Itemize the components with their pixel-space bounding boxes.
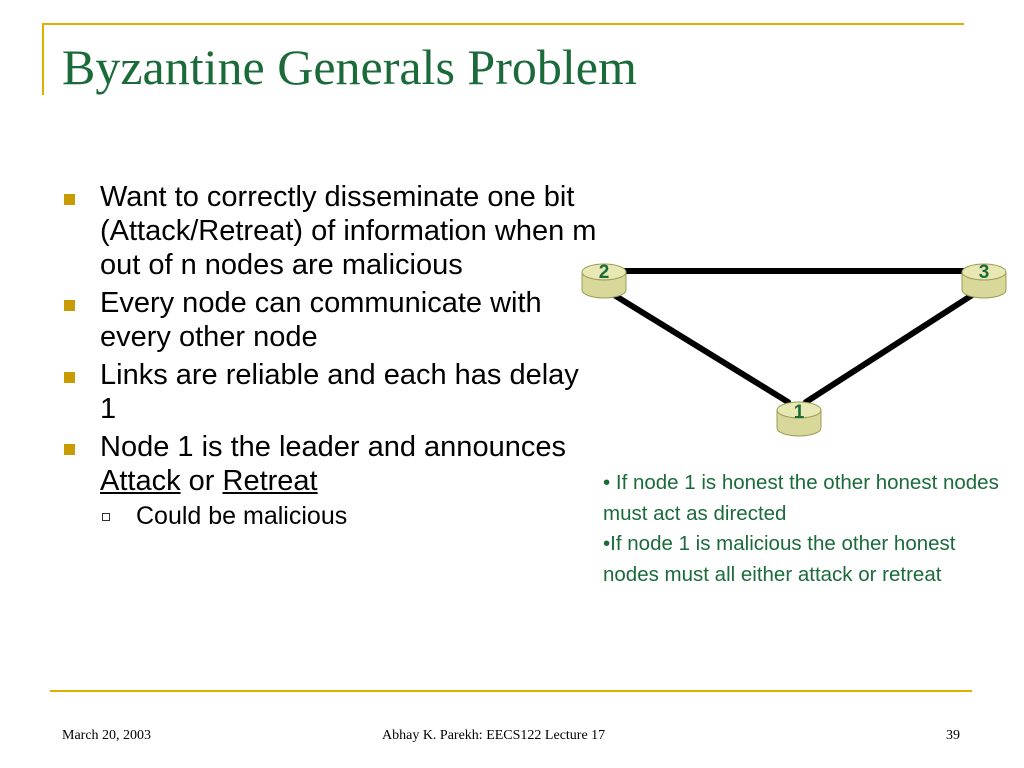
frame-left-line [42,23,44,95]
bullet-list: Want to correctly disseminate one bit (A… [62,180,602,536]
attack-word: Attack [100,465,181,497]
bullet-text: Every node can communicate with every ot… [100,287,542,353]
sub-bullet-item: Could be malicious [100,500,602,532]
hollow-square-bullet-icon [102,513,110,521]
note-line: • If node 1 is honest the other honest n… [603,471,999,525]
bullet-item: Want to correctly disseminate one bit (A… [62,180,602,282]
node-label: 2 [599,262,610,283]
node-3: 3 [961,262,1007,299]
link-2-1 [603,287,791,405]
footer-date: March 20, 2003 [62,728,152,743]
node-1: 1 [776,401,822,437]
network-links [603,268,987,405]
bullet-text: Want to correctly disseminate one bit (A… [100,181,597,281]
square-bullet-icon [64,372,75,383]
note-line: •If node 1 is malicious the other honest… [603,532,956,586]
node-conditions-note: • If node 1 is honest the other honest n… [603,468,1013,590]
bullet-text-prefix: Node 1 is the leader and announces [100,431,566,463]
node-label: 3 [979,262,990,283]
frame-top-line [42,23,964,25]
bullet-text-or: or [180,465,223,497]
node-2: 2 [581,262,627,299]
sub-bullet-text: Could be malicious [136,502,348,530]
sub-bullet-list: Could be malicious [100,500,602,532]
bullet-item: Every node can communicate with every ot… [62,286,602,354]
square-bullet-icon [64,300,75,311]
square-bullet-icon [64,194,75,205]
bullet-item: Links are reliable and each has delay 1 [62,358,602,426]
slide-title: Byzantine Generals Problem [62,39,637,95]
bullet-text: Links are reliable and each has delay 1 [100,359,579,425]
node-label: 1 [794,402,805,423]
bullet-item: Node 1 is the leader and announces Attac… [62,430,602,532]
square-bullet-icon [64,444,75,455]
footer-divider [50,690,972,692]
link-3-1 [803,287,983,405]
network-diagram: 2 3 1 [581,262,1007,437]
retreat-word: Retreat [222,465,318,497]
page-number: 39 [946,728,960,743]
footer-title: Abhay K. Parekh: EECS122 Lecture 17 [382,728,606,743]
